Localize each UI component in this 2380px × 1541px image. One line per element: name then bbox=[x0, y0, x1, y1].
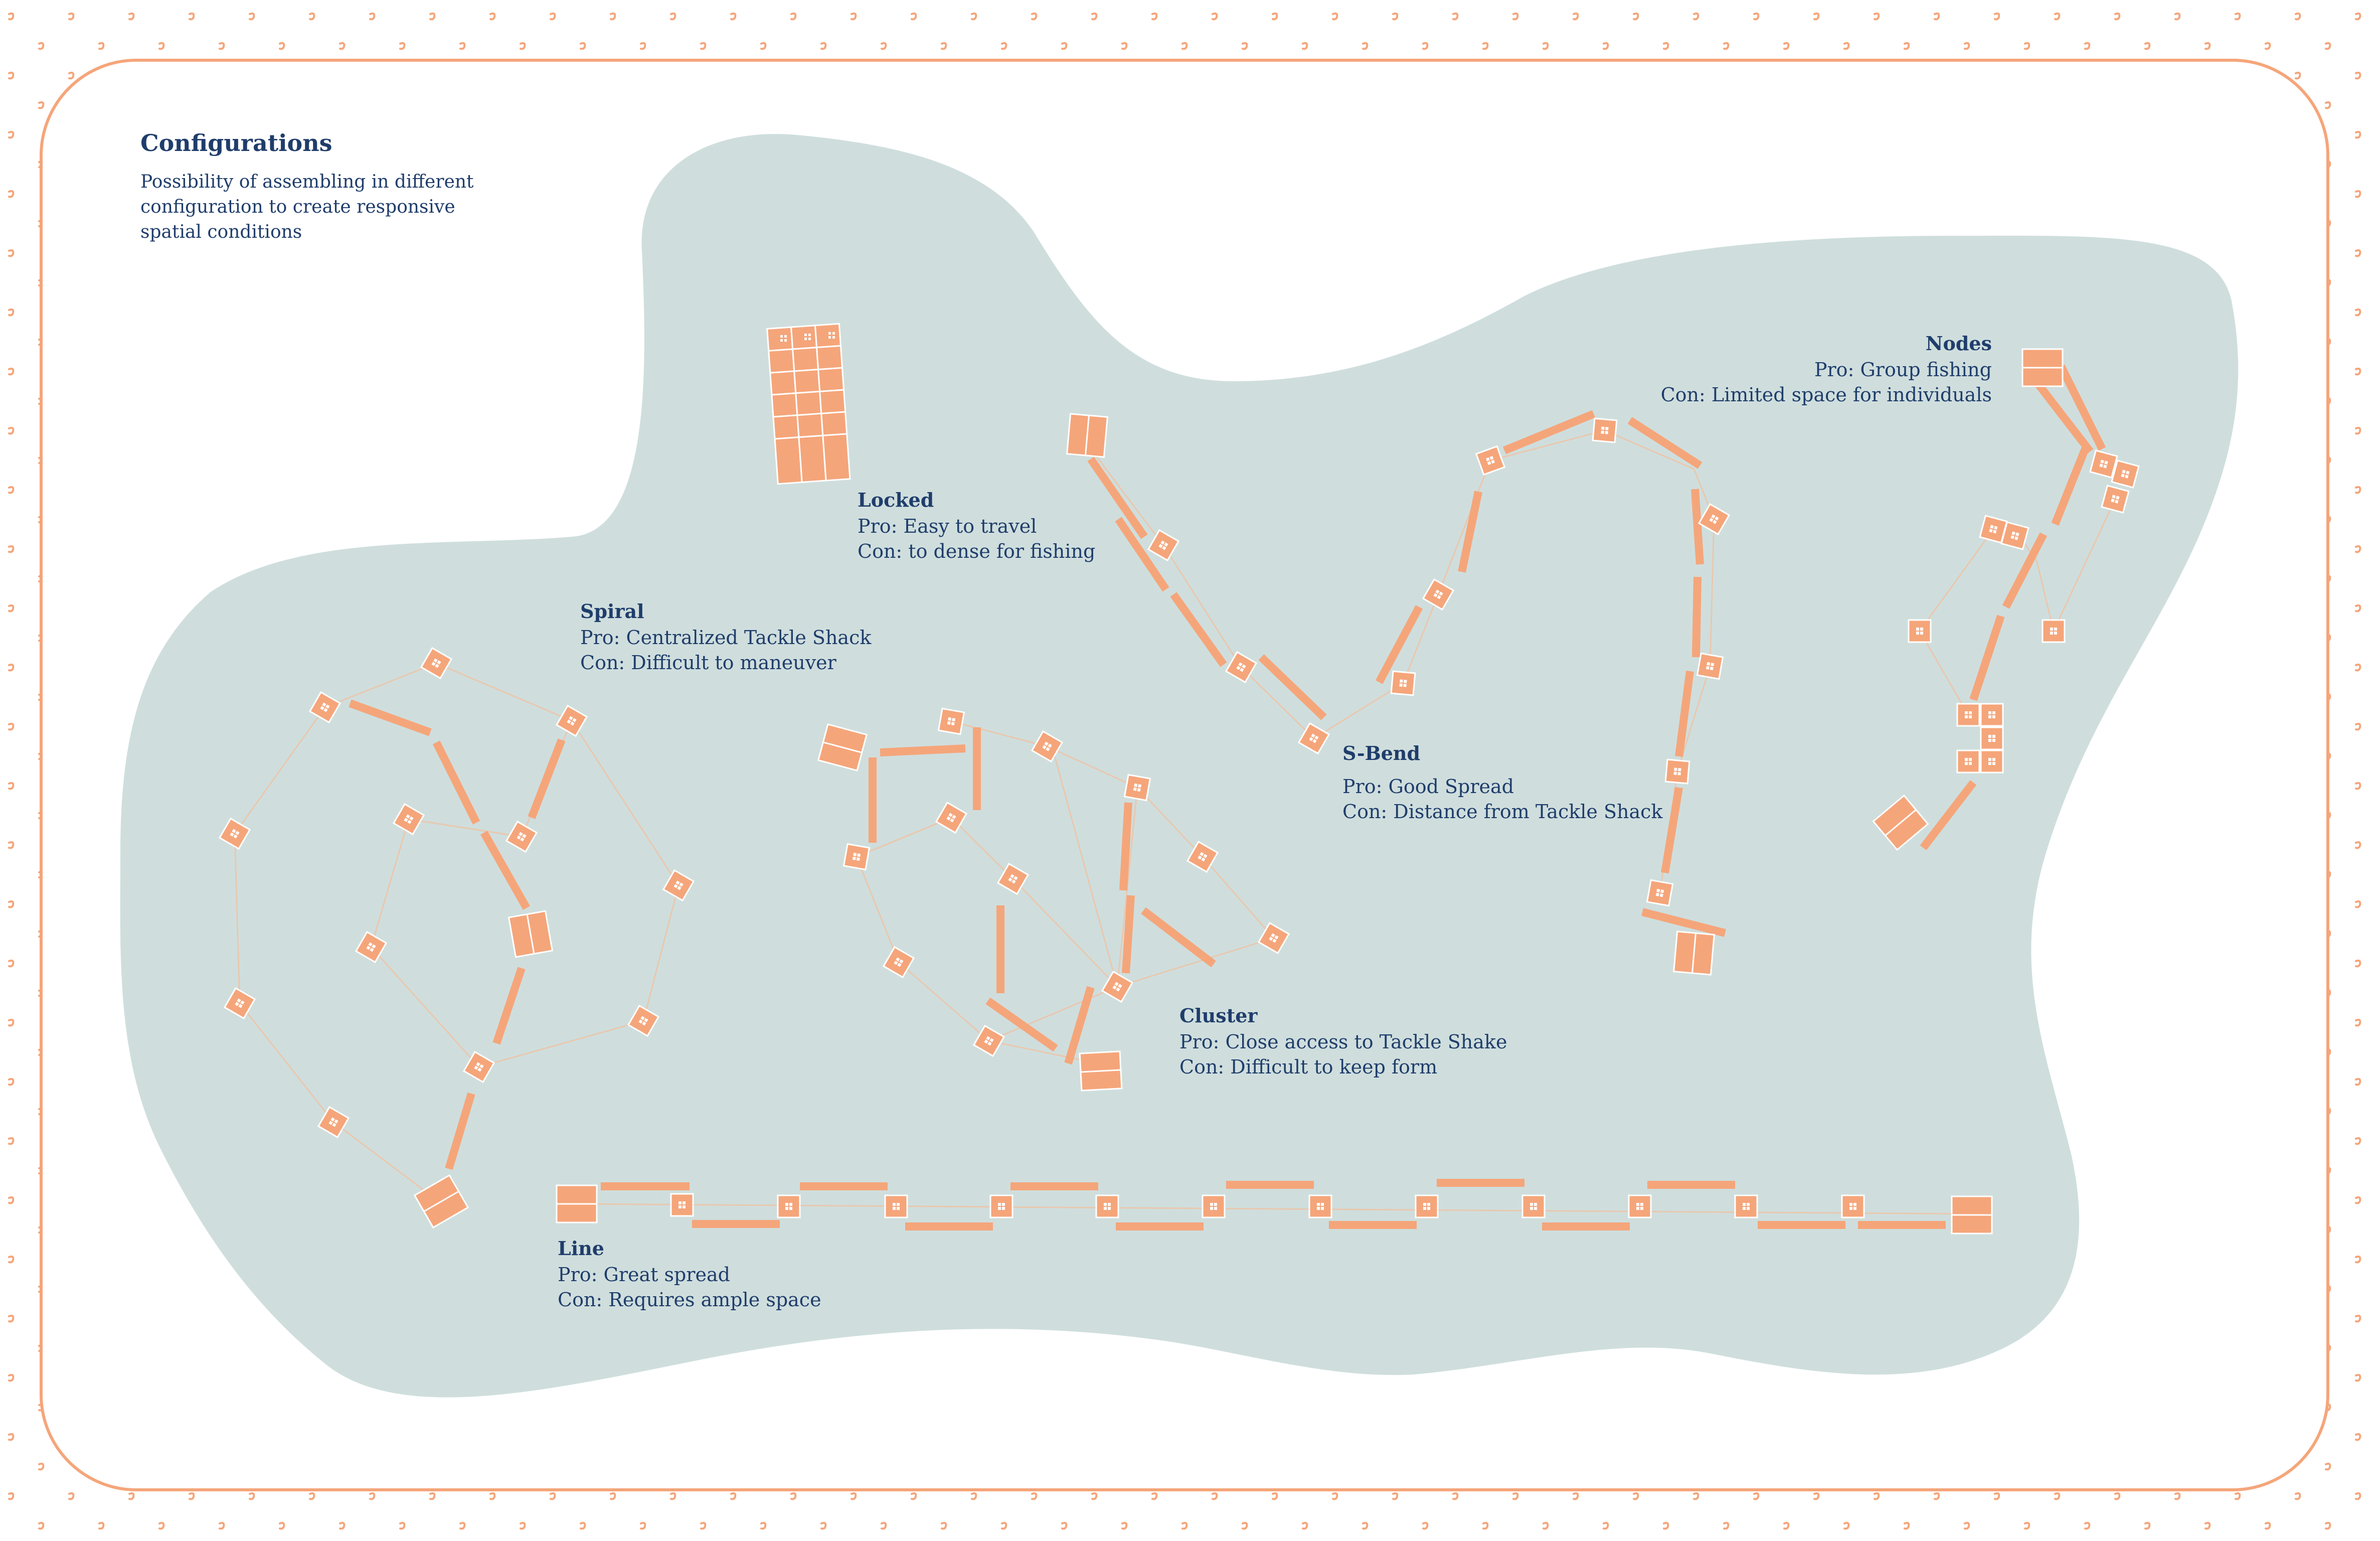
locked-configuration bbox=[766, 323, 851, 485]
nodes-con: Con: Limited space for individuals bbox=[1660, 384, 1992, 406]
line-con: Con: Requires ample space bbox=[558, 1289, 821, 1311]
nodes-configuration bbox=[1873, 348, 2140, 851]
sbend-title: S-Bend bbox=[1342, 742, 1421, 764]
nodes-label: Nodes Pro: Group fishing Con: Limited sp… bbox=[1661, 330, 1992, 407]
sbend-con: Con: Distance from Tackle Shack bbox=[1342, 801, 1663, 823]
line-configuration bbox=[556, 1179, 1993, 1235]
locked-con: Con: to dense for fishing bbox=[858, 540, 1096, 562]
sbend-pro: Pro: Good Spread bbox=[1342, 776, 1514, 798]
line-label: Line Pro: Great spread Con: Requires amp… bbox=[558, 1235, 821, 1312]
nodes-title: Nodes bbox=[1925, 332, 1992, 355]
cluster-pro: Pro: Close access to Tackle Shake bbox=[1179, 1031, 1507, 1053]
line-title: Line bbox=[558, 1237, 604, 1260]
spiral-con: Con: Difficult to maneuver bbox=[580, 652, 836, 674]
cluster-label: Cluster Pro: Close access to Tackle Shak… bbox=[1179, 1002, 1507, 1080]
cluster-title: Cluster bbox=[1179, 1004, 1258, 1027]
nodes-pro: Pro: Group fishing bbox=[1814, 359, 1992, 381]
spiral-configuration bbox=[219, 647, 695, 1228]
water-blob bbox=[120, 133, 2239, 1398]
spiral-title: Spiral bbox=[580, 600, 644, 623]
sbend-label: S-Bend Pro: Good Spread Con: Distance fr… bbox=[1342, 740, 1662, 824]
locked-title: Locked bbox=[858, 489, 934, 511]
sbend-configuration bbox=[1066, 410, 1730, 976]
line-pro: Pro: Great spread bbox=[558, 1264, 730, 1286]
spiral-label: Spiral Pro: Centralized Tackle Shack Con… bbox=[580, 598, 871, 675]
page-title: Configurations bbox=[140, 129, 332, 157]
page-description: Possibility of assembling in different c… bbox=[140, 172, 474, 242]
locked-pro: Pro: Easy to travel bbox=[858, 515, 1037, 537]
locked-label: Locked Pro: Easy to travel Con: to dense… bbox=[858, 487, 1095, 564]
cluster-configuration bbox=[817, 708, 1290, 1092]
spiral-pro: Pro: Centralized Tackle Shack bbox=[580, 627, 872, 649]
cluster-con: Con: Difficult to keep form bbox=[1179, 1056, 1438, 1078]
